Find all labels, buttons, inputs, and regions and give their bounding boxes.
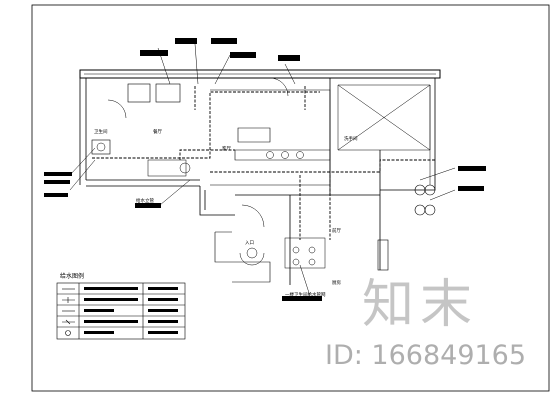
tag-box	[140, 50, 168, 56]
room-label-living: 客厅	[222, 145, 231, 152]
room-label-toilet: 洗手间	[344, 135, 358, 142]
tag-box	[44, 180, 70, 184]
room-label-entry: 入口	[245, 240, 254, 246]
annotation-text: 给水立管	[136, 197, 154, 204]
watermark-logo: 知末	[362, 275, 479, 335]
tag-box	[278, 55, 300, 61]
pipe-network	[92, 86, 435, 240]
legend-title: 给水图例	[60, 272, 84, 280]
tag-box	[282, 296, 322, 301]
room-label-bathroom: 卫生间	[94, 128, 108, 135]
tag-box	[175, 38, 197, 44]
annotation-text: 一楼卫生间给水管网	[285, 291, 326, 298]
floor-plan	[79, 69, 441, 285]
tag-box	[44, 193, 68, 197]
tag-box	[211, 38, 237, 44]
tag-box	[230, 52, 256, 58]
annotation-tags	[44, 38, 486, 301]
tag-box	[44, 172, 72, 176]
legend: 给水图例	[56, 272, 186, 340]
sheet-frame	[31, 4, 550, 392]
tag-box	[458, 166, 486, 171]
leader-lines	[69, 43, 456, 297]
watermark-id: ID: 166849165	[325, 340, 527, 371]
room-label-dining: 餐厅	[153, 128, 162, 135]
room-label-kitchen: 厨房	[332, 279, 341, 286]
room-label-hall: 前厅	[332, 227, 341, 234]
tag-box	[458, 186, 484, 191]
tag-box	[135, 203, 161, 208]
